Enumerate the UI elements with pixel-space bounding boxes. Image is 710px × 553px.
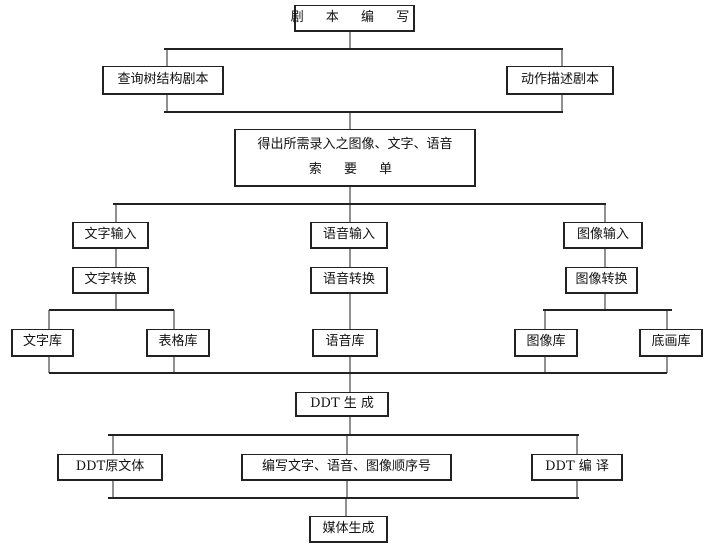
image-conversion-box: 图像转换 xyxy=(565,267,638,294)
requirement-list-line-2: 索 要 单 xyxy=(308,161,402,177)
requirement-list-box: 得出所需录入之图像、文字、语音 索 要 单 xyxy=(234,129,476,187)
background-library-box: 底画库 xyxy=(639,329,703,357)
script-writing-box: 剧 本 编 写 xyxy=(291,5,415,32)
table-library-box: 表格库 xyxy=(146,329,210,357)
text-input-box: 文字输入 xyxy=(72,222,149,249)
text-library-box: 文字库 xyxy=(11,329,74,357)
audio-conversion-box: 语音转换 xyxy=(310,267,388,294)
ddt-compile-box: DDT 编 译 xyxy=(531,454,623,481)
sequence-number-box: 编写文字、语音、图像顺序号 xyxy=(241,454,452,481)
audio-library-box: 语音库 xyxy=(312,329,378,357)
image-library-box: 图像库 xyxy=(514,329,578,357)
ddt-source-box: DDT原文体 xyxy=(57,454,163,481)
action-description-script-box: 动作描述剧本 xyxy=(506,66,614,95)
audio-input-box: 语音输入 xyxy=(310,222,388,249)
media-generation-box: 媒体生成 xyxy=(309,516,388,543)
requirement-list-line-1: 得出所需录入之图像、文字、语音 xyxy=(257,136,453,152)
query-tree-script-box: 查询树结构剧本 xyxy=(102,66,224,95)
ddt-generation-box: DDT 生 成 xyxy=(295,392,389,417)
image-input-box: 图像输入 xyxy=(563,222,643,249)
text-conversion-box: 文字转换 xyxy=(72,267,149,294)
